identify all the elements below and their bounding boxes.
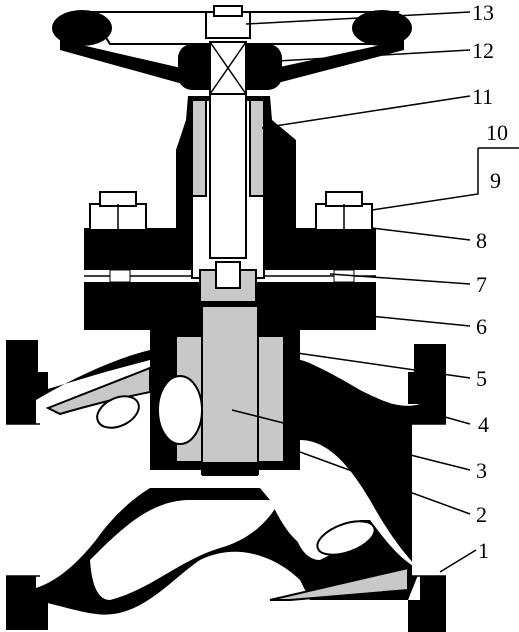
label-2: 2 <box>476 502 487 527</box>
leader-lines <box>231 11 519 573</box>
label-9: 9 <box>490 168 501 193</box>
label-11: 11 <box>472 84 493 109</box>
label-12: 12 <box>472 38 494 63</box>
handwheel <box>52 5 412 95</box>
label-8: 8 <box>476 228 487 253</box>
bonnet <box>84 89 376 330</box>
part-labels: 1 2 3 4 5 6 7 8 9 10 11 12 13 <box>472 0 508 563</box>
label-6: 6 <box>476 314 487 339</box>
bolts <box>89 191 373 283</box>
label-7: 7 <box>476 272 487 297</box>
label-1: 1 <box>478 538 489 563</box>
label-4: 4 <box>478 412 489 437</box>
valve-disc <box>201 305 259 476</box>
label-13: 13 <box>472 0 494 25</box>
label-10: 10 <box>486 120 508 145</box>
label-3: 3 <box>476 458 487 483</box>
label-5: 5 <box>476 366 487 391</box>
